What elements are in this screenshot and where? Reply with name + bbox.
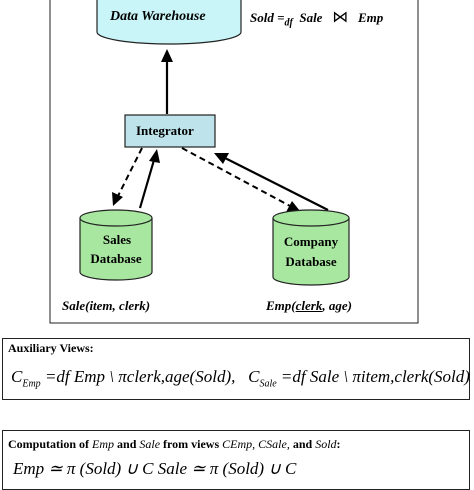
auxiliary-views-formula: CEmp =df Emp \ πclerk,age(Sold), CSale =… xyxy=(11,367,470,389)
comp-title-and: and xyxy=(117,437,137,451)
integrator-box xyxy=(124,114,216,148)
integrator-label: Integrator xyxy=(136,123,194,138)
aux-formula1-c: C xyxy=(11,367,23,386)
outer-frame xyxy=(49,0,419,324)
sales-db-line2: Database xyxy=(90,251,142,266)
company-schema: Emp(clerk, age) xyxy=(266,298,352,314)
view-def-lhs: Sold = xyxy=(250,10,285,25)
comp-title-prefix: Computation of xyxy=(8,437,90,451)
auxiliary-views-box: Auxiliary Views: CEmp =df Emp \ πclerk,a… xyxy=(2,338,470,400)
sales-database-cylinder xyxy=(79,209,153,281)
arrow-sales-to-integrator xyxy=(138,149,160,209)
dashed-arrow-to-sales xyxy=(112,147,143,206)
company-db-line2: Database xyxy=(285,254,337,269)
computation-formula: Emp ≃ π (Sold) ∪ C Sale ≃ π (Sold) ∪ C xyxy=(13,459,297,478)
company-schema-prefix: Emp( xyxy=(266,298,296,313)
sales-db-line1: Sales xyxy=(102,232,132,247)
sales-schema: Sale(item, clerk) xyxy=(62,298,151,313)
aux-formula2-c: C xyxy=(248,367,260,386)
aux-formula2-sub: Sale xyxy=(259,378,277,390)
company-database-cylinder xyxy=(272,209,350,286)
computation-title: Computation of Emp and Sale from views C… xyxy=(8,437,341,452)
dashed-arrow-to-company xyxy=(181,147,300,212)
comp-title-colon: : xyxy=(336,437,341,451)
data-warehouse-label: Data Warehouse xyxy=(110,9,206,24)
view-definition: Sold =df Sale ⋈ Emp xyxy=(250,7,383,29)
architecture-diagram xyxy=(49,0,419,324)
arrow-integrator-to-warehouse xyxy=(161,49,173,114)
arrow-company-to-integrator xyxy=(214,153,329,211)
company-db-line1: Company xyxy=(283,234,339,249)
comp-title-emp: Emp xyxy=(92,437,115,451)
computation-box: Computation of Emp and Sale from views C… xyxy=(2,430,470,490)
aux-formula1-sub: Emp xyxy=(22,378,41,390)
auxiliary-views-title: Auxiliary Views: xyxy=(8,341,94,355)
comp-title-sale: Sale xyxy=(139,437,161,451)
company-schema-key: clerk xyxy=(295,298,323,313)
view-def-right-op: Emp xyxy=(357,10,384,25)
comp-title-views: CEmp, CSale, xyxy=(222,437,290,451)
aux-formula2-rest: =df Sale \ πitem,clerk(Sold) xyxy=(276,367,470,386)
view-def-left-op: Sale xyxy=(299,10,323,25)
view-def-sub: df xyxy=(284,17,293,29)
join-symbol: ⋈ xyxy=(332,9,349,26)
data-warehouse-cylinder xyxy=(96,0,242,45)
aux-formula1-rest: =df Emp \ πclerk,age(Sold), xyxy=(40,367,236,386)
comp-title-from-views: from views xyxy=(163,437,220,451)
comp-title-sold: Sold xyxy=(315,437,337,451)
company-schema-suffix: , age) xyxy=(322,298,352,313)
comp-title-and2: and xyxy=(292,437,313,451)
